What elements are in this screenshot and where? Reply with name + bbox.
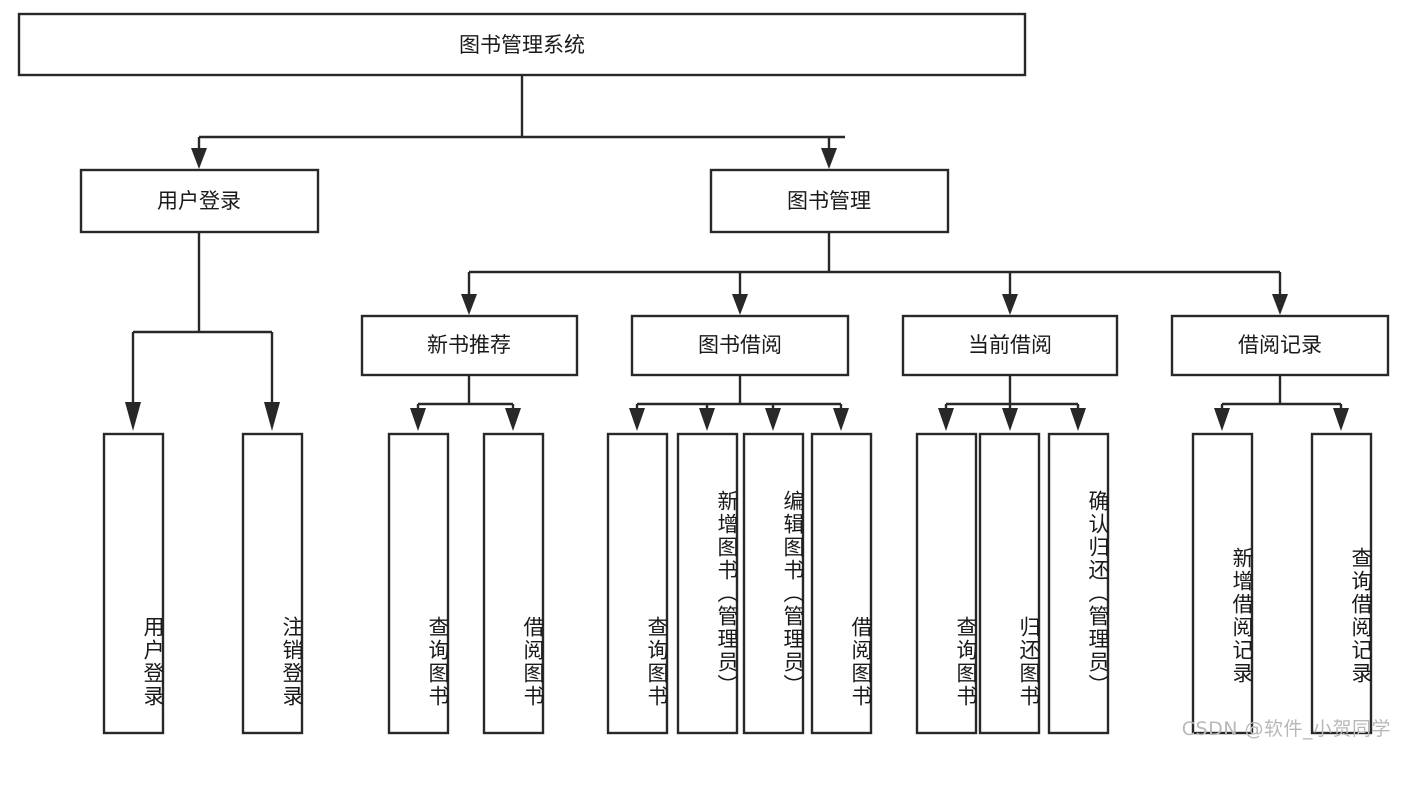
node-leaf-user-login-box[interactable] — [102, 432, 165, 735]
node-user-login-label: 用户登录 — [157, 189, 241, 213]
node-book-manage-box[interactable] — [709, 168, 950, 234]
node-leaf-return-book-box[interactable] — [978, 432, 1041, 735]
arrowhead-leaf-logout — [264, 402, 280, 431]
arrowhead-leaf-edit-book — [765, 408, 781, 431]
arrowhead-leaf-query-record — [1333, 408, 1349, 431]
node-root-label: 图书管理系统 — [459, 33, 585, 57]
arrowhead-leaf-query-book-1 — [410, 408, 426, 431]
node-book-borrow-box[interactable] — [630, 314, 850, 377]
arrowhead-user-login — [191, 148, 207, 169]
flowchart-canvas: 图书管理系统 用户登录 图书管理 新书推荐 图书借阅 当前借阅 借阅记录 — [17, 12, 1391, 740]
watermark-label: CSDN @软件_小贺同学 — [1181, 718, 1391, 740]
arrowhead-leaf-query-book-3 — [938, 408, 954, 431]
node-new-book-recommend-box[interactable] — [360, 314, 579, 377]
node-leaf-query-book-2-box[interactable] — [606, 432, 669, 735]
node-leaf-add-record-box[interactable] — [1191, 432, 1254, 735]
arrowhead-leaf-return-book — [1002, 408, 1018, 431]
node-book-borrow-label: 图书借阅 — [698, 333, 782, 357]
node-borrow-record[interactable]: 借阅记录 — [1170, 314, 1390, 377]
node-user-login[interactable]: 用户登录 — [79, 168, 320, 234]
arrowhead-new-book-recommend — [461, 294, 477, 315]
node-leaf-query-record-box[interactable] — [1310, 432, 1373, 735]
arrowhead-current-borrow — [1002, 294, 1018, 315]
connector-group — [125, 75, 1349, 431]
arrowhead-leaf-borrow-book-2 — [833, 408, 849, 431]
node-book-manage-label: 图书管理 — [787, 189, 871, 213]
node-leaf-confirm-return-box[interactable] — [1047, 432, 1110, 735]
arrowhead-book-manage — [821, 148, 837, 169]
node-current-borrow-box[interactable] — [901, 314, 1119, 377]
arrowhead-leaf-add-book — [699, 408, 715, 431]
node-leaf-edit-book-box[interactable] — [742, 432, 805, 735]
node-book-borrow[interactable]: 图书借阅 — [630, 314, 850, 377]
arrowhead-leaf-user-login — [125, 402, 141, 431]
node-borrow-record-label: 借阅记录 — [1238, 333, 1322, 357]
node-current-borrow[interactable]: 当前借阅 — [901, 314, 1119, 377]
arrowhead-book-borrow — [732, 294, 748, 315]
node-leaf-query-book-3-box[interactable] — [915, 432, 978, 735]
arrowhead-leaf-confirm-return — [1070, 408, 1086, 431]
node-new-book-recommend[interactable]: 新书推荐 — [360, 314, 579, 377]
node-leaf-logout-box[interactable] — [241, 432, 304, 735]
node-current-borrow-label: 当前借阅 — [968, 333, 1052, 357]
node-borrow-record-box[interactable] — [1170, 314, 1390, 377]
node-root-box[interactable] — [17, 12, 1027, 77]
arrowhead-borrow-record — [1272, 294, 1288, 315]
node-user-login-box[interactable] — [79, 168, 320, 234]
arrowhead-leaf-query-book-2 — [629, 408, 645, 431]
node-new-book-recommend-label: 新书推荐 — [427, 333, 511, 357]
node-leaf-query-book-1-box[interactable] — [387, 432, 450, 735]
arrowhead-leaf-add-record — [1214, 408, 1230, 431]
node-leaf-add-book-box[interactable] — [676, 432, 739, 735]
arrowhead-leaf-borrow-book-1 — [505, 408, 521, 431]
node-leaf-borrow-book-2-box[interactable] — [810, 432, 873, 735]
node-leaf-borrow-book-1-box[interactable] — [482, 432, 545, 735]
node-root[interactable]: 图书管理系统 — [17, 12, 1027, 77]
node-book-manage[interactable]: 图书管理 — [709, 168, 950, 234]
flowchart-svg: 图书管理系统 用户登录 图书管理 新书推荐 图书借阅 当前借阅 借阅记录 — [17, 12, 1390, 735]
